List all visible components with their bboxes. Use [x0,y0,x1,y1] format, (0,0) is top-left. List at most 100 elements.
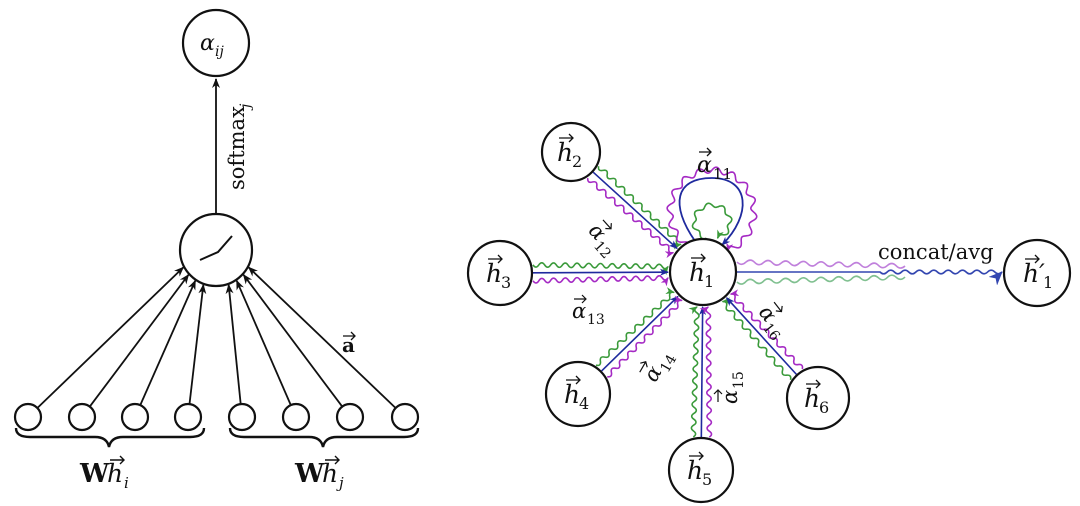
input-nodes [13,402,420,432]
node-h4-var: h [564,380,580,409]
attention-edges [532,166,804,438]
node-h1: h1 [668,237,738,307]
vector-arrow-icon [566,375,581,385]
label-whj-sub: j [336,474,344,492]
vector-arrow-icon [110,455,125,465]
label-whi-h: h [107,459,123,488]
attention-head-blue [592,171,678,250]
label-whj: W h j [294,455,344,492]
concat-avg-label: concat/avg [878,240,994,264]
node-h3-sub: 3 [501,273,511,292]
brace-j [228,427,420,448]
attention-head-green [595,287,675,367]
label-whi-w: W [79,459,110,489]
alpha-11-label: α 11 [697,147,732,183]
output-edge-purple [736,259,906,269]
output-edge-green [736,274,906,285]
vector-arrow-icon [325,455,340,465]
edge-h3-h1 [532,261,669,287]
node-h5-sub: 5 [702,470,712,489]
self-loop-purple [666,166,758,254]
attention-head-green [597,166,682,250]
attention-head-blue [532,268,669,276]
node-h1-sub: 1 [704,272,714,291]
alpha-ij-symbol: α [200,31,215,56]
output-edge-blue [737,269,1003,286]
alpha-14-label: α14 [639,352,681,386]
alpha-symbol: α [572,299,586,323]
node-h1-prime: h′1 [1002,238,1072,308]
input-node-i [13,402,43,432]
input-node-i [120,402,150,432]
vector-arrow-icon [488,254,503,264]
attention-head-purple [586,178,675,259]
attention-head-blue [601,295,679,372]
input-edge [188,283,207,405]
input-edge [139,279,197,406]
node-h6-sub: 6 [819,398,829,417]
node-h1-var: h [689,258,705,287]
vector-arrow-icon [559,133,574,143]
alpha-ij-subscript: ij [215,44,224,60]
vector-arrow-icon [806,379,821,389]
node-h3: h3 [466,239,534,307]
vector-arrow-icon [639,361,648,373]
input-node-j [390,402,420,432]
input-node-j [335,402,365,432]
node-h2-var: h [557,138,573,167]
label-whi-sub: i [124,474,129,492]
input-node-j [227,402,257,432]
node-h5-var: h [687,456,703,485]
alpha-ij-node: α ij [181,8,251,78]
node-h2: h2 [540,121,602,183]
alpha-12-label: α12 [584,218,614,262]
label-whj-h: h [322,459,338,488]
label-whi: W h i [79,455,129,492]
self-loop [666,166,758,254]
attention-head-purple [607,295,683,378]
label-a: a [342,331,356,357]
input-edge [36,266,185,409]
alpha-symbol: α [584,218,611,245]
self-loop-green [691,202,733,240]
node-h6: h6 [785,365,851,431]
vector-arrow-icon [691,253,706,263]
input-node-i [67,402,97,432]
node-h3-var: h [486,259,502,288]
softmax-subscript: j [238,103,254,111]
vector-arrow-icon [689,451,704,461]
edge-h4-h1 [595,287,683,378]
node-h6-var: h [804,384,820,413]
node-h4: h4 [544,360,612,428]
attention-head-purple [699,306,713,438]
node-h2-sub: 2 [572,152,582,171]
node-h1-prime-var: h′ [1023,259,1045,288]
attention-head-purple [532,274,669,287]
alpha-15-label: α15 [713,371,747,404]
input-edge [89,273,190,408]
alpha-symbol: α [697,153,712,178]
edge-h5-h1 [688,305,713,438]
input-edge [242,273,343,408]
attention-head-blue [725,297,798,375]
input-edge [247,266,397,409]
vector-arrow-icon [713,389,723,402]
softmax-label: softmax j [225,103,254,190]
input-edges [36,266,397,409]
label-whj-w: W [294,459,325,489]
attention-head-blue [699,305,707,438]
attention-head-purple [729,289,804,370]
alpha-subscript: 14 [658,352,681,376]
vector-arrow-icon [773,301,783,313]
input-node-j [281,402,311,432]
activation-node [178,212,254,288]
attention-head-green [688,306,700,438]
edge-h2-h1 [586,166,682,259]
vector-arrow-icon [343,331,356,341]
edge-h6-h1 [721,289,804,380]
node-h4-sub: 4 [579,394,589,413]
